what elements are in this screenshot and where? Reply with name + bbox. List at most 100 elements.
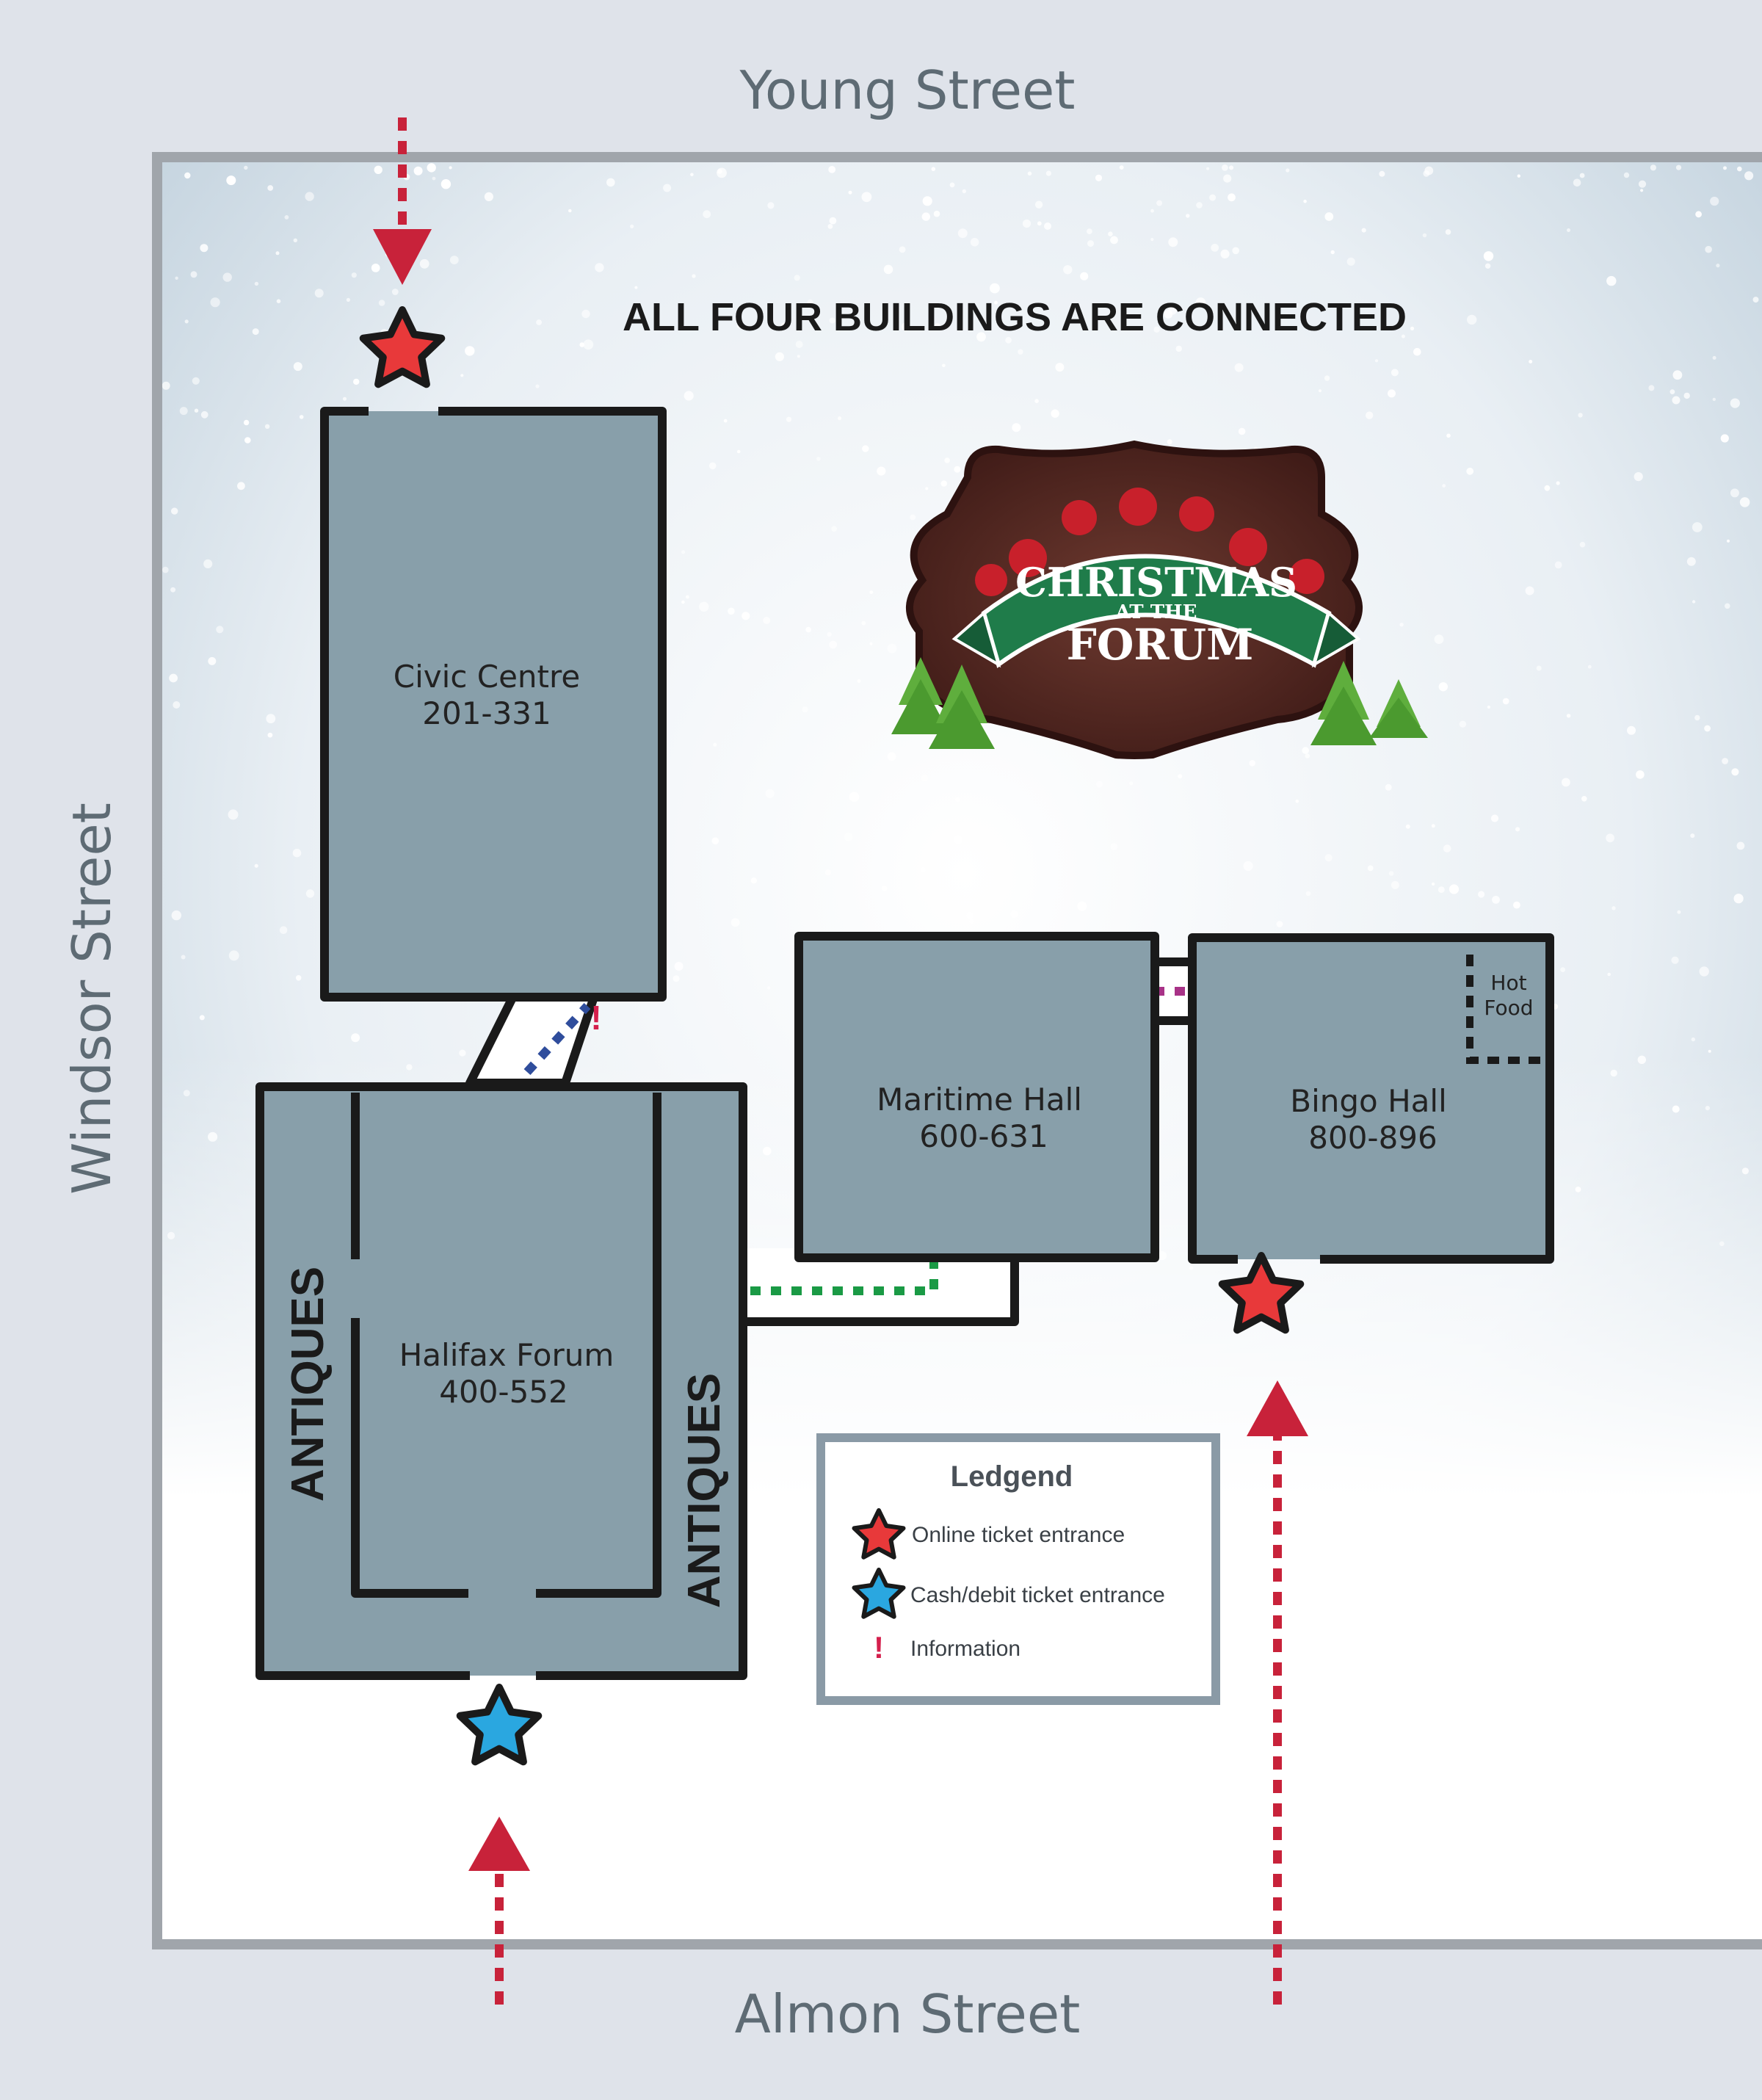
cash-debit-ticket-entrance-forum[interactable]: [456, 1684, 543, 1766]
snowflake: [663, 184, 672, 192]
snowflake: [200, 244, 209, 253]
snowflake: [805, 626, 811, 633]
headline: ALL FOUR BUILDINGS ARE CONNECTED: [623, 295, 1407, 339]
snowflake: [1443, 844, 1451, 852]
snowflake: [1156, 200, 1163, 206]
snowflake: [728, 607, 735, 615]
snowflake: [1562, 778, 1570, 787]
snowflake: [692, 274, 696, 278]
snowflake: [1446, 433, 1451, 438]
building-maritime-hall[interactable]: Maritime Hall 600-631: [794, 932, 1159, 1262]
arrow-almon-forum-entrance: [468, 1817, 530, 2005]
snowflake: [284, 215, 289, 220]
information-marker[interactable]: !: [590, 999, 601, 1037]
snowflake: [1445, 229, 1451, 235]
snowflake: [933, 210, 940, 217]
snowflake: [535, 384, 540, 388]
snowflake: [579, 342, 584, 347]
snowflake: [419, 258, 429, 269]
snowflake: [1034, 399, 1039, 403]
snowflake: [275, 251, 280, 256]
snowflake: [862, 445, 869, 452]
snowflake: [568, 209, 572, 213]
snowflake: [1044, 222, 1051, 230]
snowflake: [1677, 910, 1681, 914]
snowflake: [1232, 247, 1239, 255]
building-halifax-forum[interactable]: Halifax Forum 400-552 ANTIQUES ANTIQUES: [255, 1082, 747, 1680]
snowflake: [1055, 363, 1065, 372]
snowflake: [786, 416, 792, 422]
snowflake: [1413, 347, 1421, 356]
snowflake: [1720, 434, 1729, 443]
snowflake: [1157, 1251, 1167, 1261]
snowflake: [1385, 783, 1392, 791]
snowflake: [254, 281, 259, 286]
snowflake: [827, 631, 832, 637]
snowflake: [1556, 481, 1560, 485]
snowflake: [413, 166, 423, 175]
snowflake: [742, 612, 750, 620]
snowflake: [1034, 200, 1043, 209]
snowflake: [1022, 219, 1032, 228]
snowflake: [440, 179, 452, 189]
snowflake: [1722, 758, 1729, 764]
snowflake: [222, 272, 232, 282]
building-civic-centre[interactable]: Civic Centre 201-331: [320, 407, 667, 1002]
snowflake: [1695, 211, 1703, 218]
legend-label-cash: Cash/debit ticket entrance: [910, 1583, 1165, 1607]
snowflake: [581, 309, 590, 319]
snowflake: [1467, 314, 1477, 325]
snowflake: [1238, 427, 1246, 435]
legend-title: Ledgend: [951, 1460, 1073, 1493]
snowflake: [181, 955, 186, 960]
snowflake: [1437, 886, 1445, 893]
snowflake: [736, 323, 742, 329]
snowflake: [171, 507, 178, 515]
snowflake: [1730, 488, 1739, 498]
snowflake: [1175, 345, 1182, 352]
snowflake: [432, 176, 436, 181]
snowflake: [848, 190, 852, 195]
snowflake: [730, 918, 740, 927]
snowflake: [351, 272, 357, 278]
snowflake: [1391, 880, 1399, 889]
snowflake: [162, 566, 169, 573]
snowflake: [200, 410, 209, 419]
snowflake: [1286, 168, 1290, 173]
snowflake: [1063, 265, 1073, 275]
snowflake: [1361, 228, 1366, 233]
snowflake: [1692, 522, 1703, 532]
snowflake: [1168, 237, 1178, 247]
blue-star-icon: [852, 1568, 906, 1619]
snowflake: [1587, 665, 1592, 669]
snowflake: [1487, 705, 1490, 709]
building-bingo-hall[interactable]: Hot Food Bingo Hall 800-896: [1188, 933, 1554, 1264]
snowflake: [1110, 236, 1118, 245]
online-ticket-entrance-young[interactable]: [359, 306, 446, 388]
snowflake: [970, 238, 979, 247]
snowflake: [711, 837, 719, 844]
snowflake: [1234, 363, 1244, 372]
snowflake: [305, 889, 315, 898]
snowflake: [244, 437, 251, 443]
snowflake: [1087, 228, 1092, 234]
online-ticket-entrance-bingo[interactable]: [1218, 1252, 1305, 1334]
snowflake: [1578, 413, 1583, 418]
snowflake: [1153, 326, 1160, 333]
snowflake: [449, 166, 452, 170]
snowflake: [1672, 396, 1681, 405]
snowflake: [293, 362, 302, 372]
snowflake: [925, 487, 929, 490]
snowflake: [795, 341, 803, 348]
snowflake: [1249, 760, 1255, 767]
snowflake: [1606, 833, 1615, 843]
snowflake: [1276, 921, 1283, 927]
snowflake: [267, 185, 274, 191]
snowflake: [829, 317, 835, 324]
arrow-almon-bingo-entrance: [1247, 1380, 1308, 2005]
snowflake: [1243, 861, 1253, 871]
snowflake: [1492, 896, 1500, 904]
snowflake: [766, 986, 771, 990]
snowflake: [1675, 164, 1682, 170]
snowflake: [690, 173, 694, 177]
